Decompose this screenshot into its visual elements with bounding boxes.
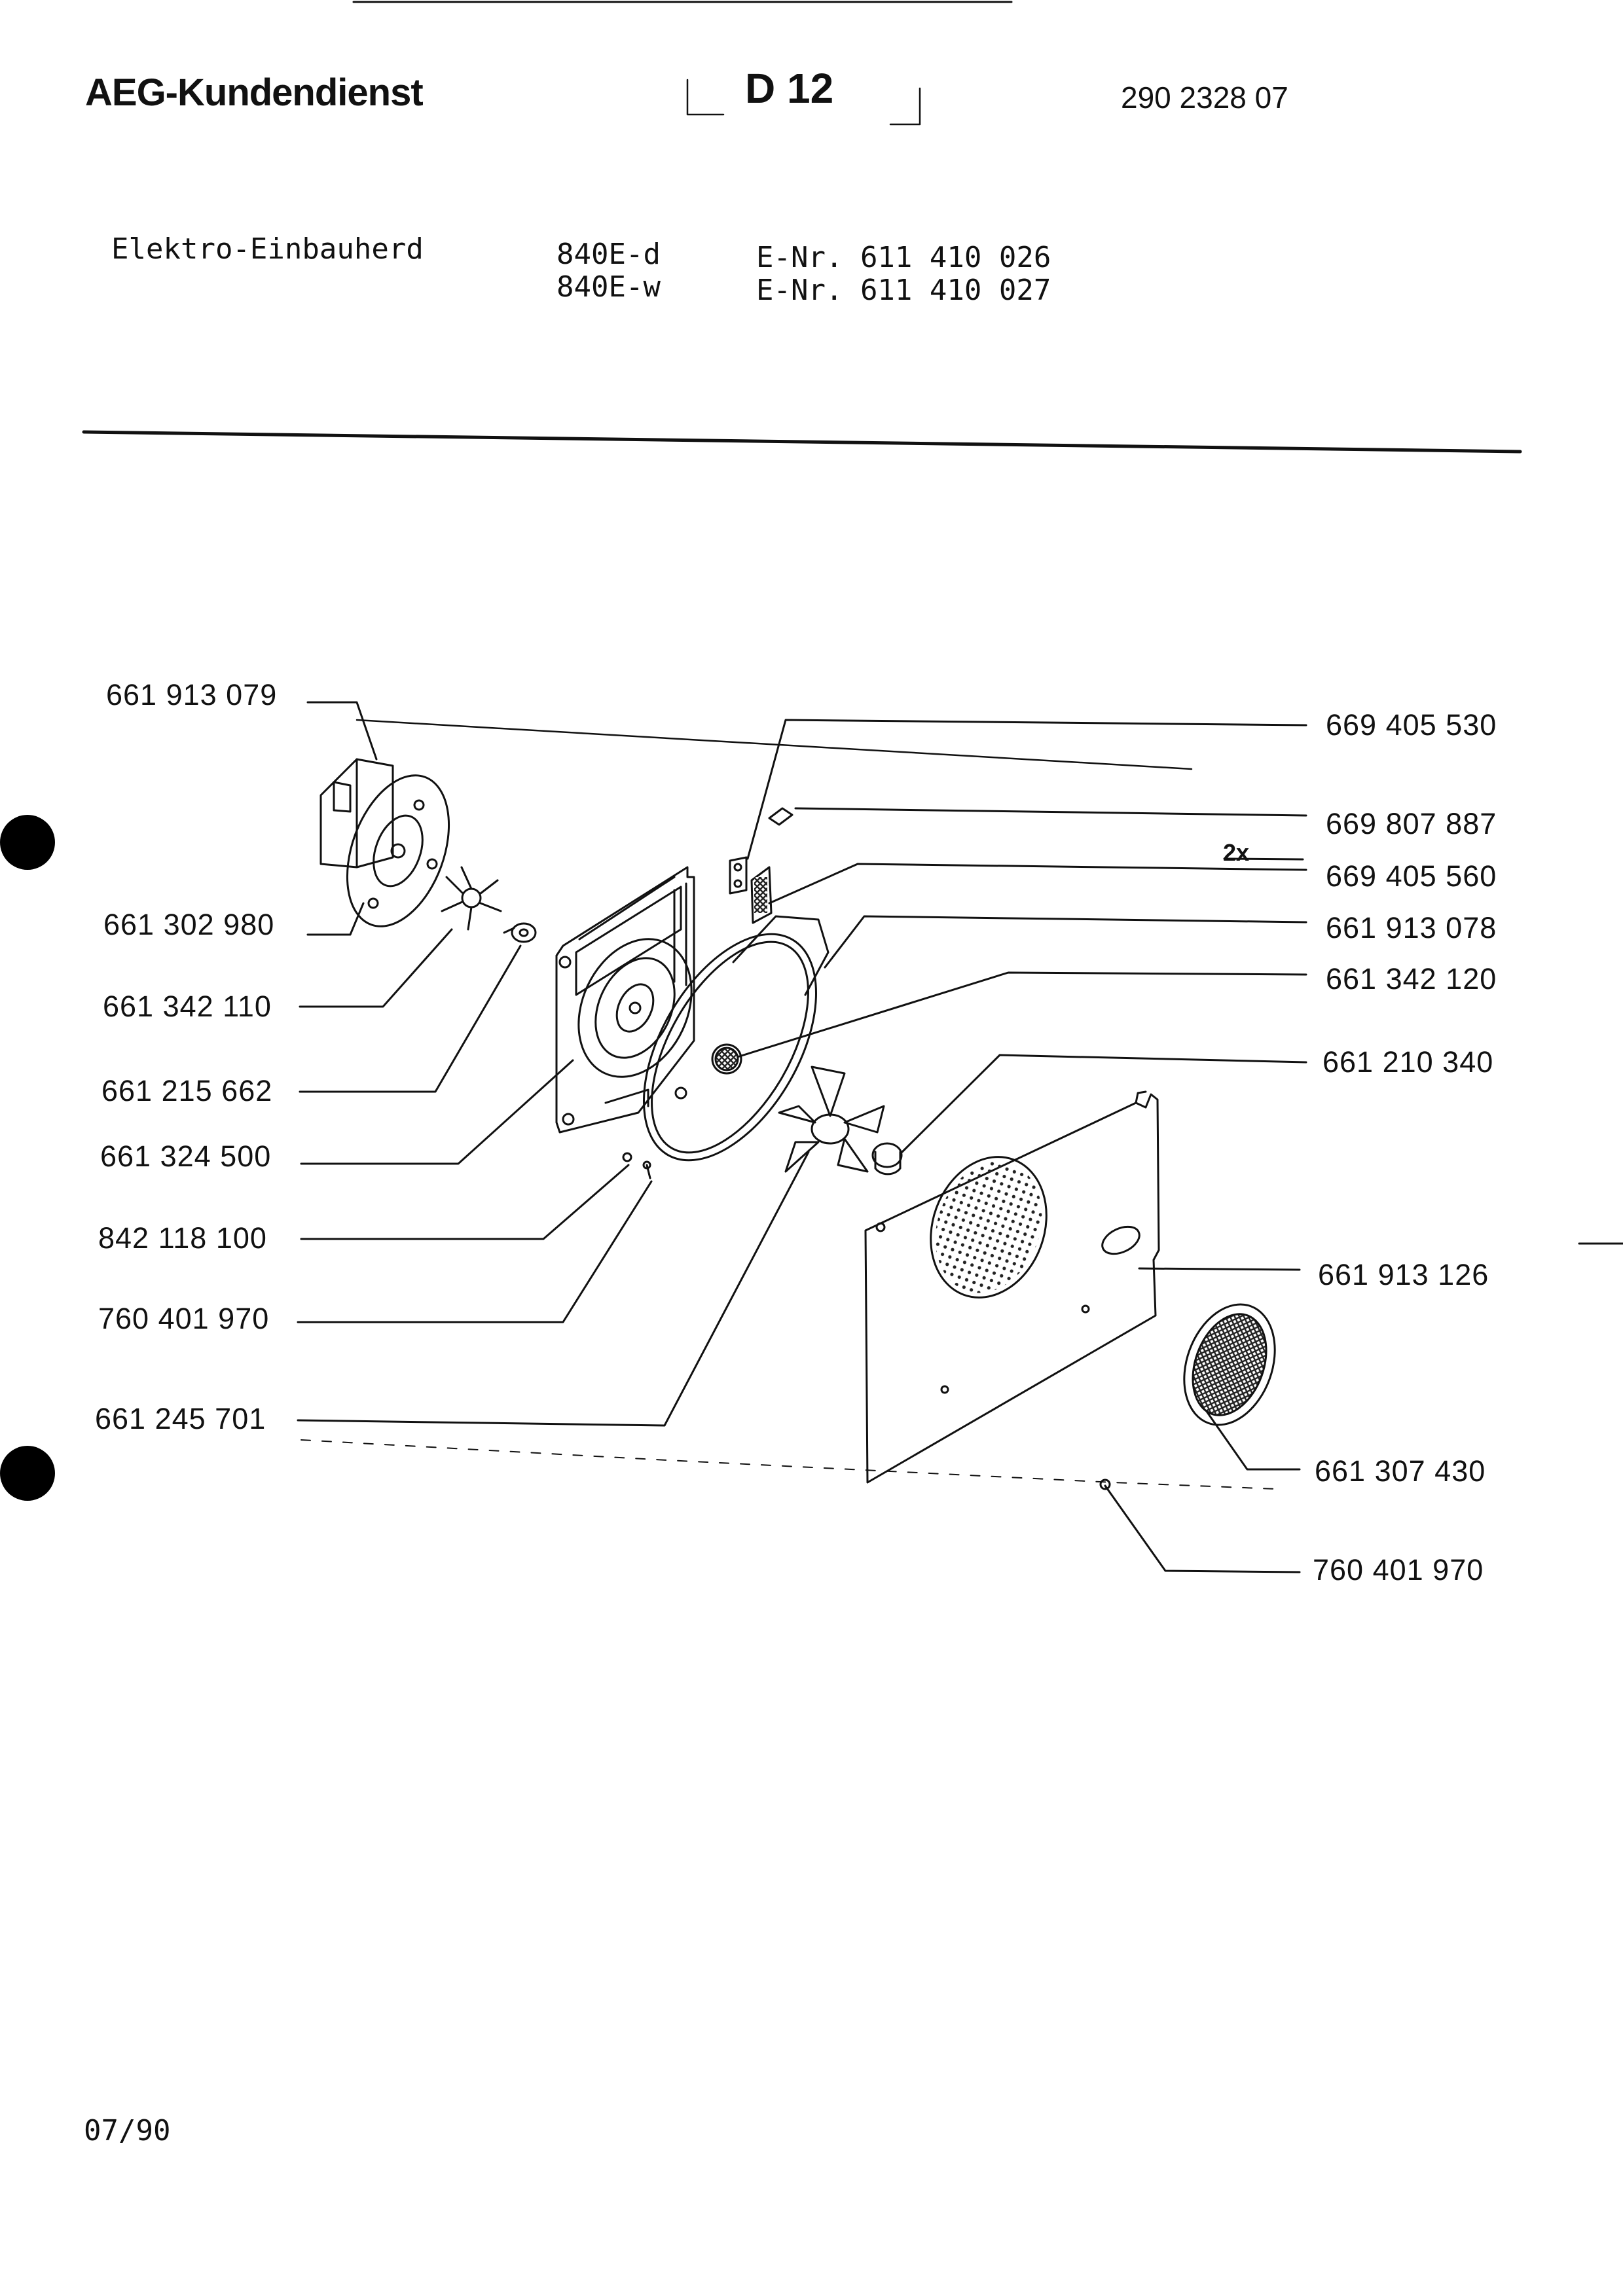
part-label-right: 661 342 120	[1326, 962, 1497, 996]
quantity-note: 2x	[1223, 839, 1250, 866]
part-label-right: 661 307 430	[1315, 1454, 1486, 1488]
part-label-left: 661 342 110	[103, 990, 272, 1023]
part-label-right: 760 401 970	[1313, 1553, 1484, 1587]
brand-title: AEG-Kundendienst	[85, 71, 424, 114]
part-label-right: 661 913 078	[1326, 911, 1497, 944]
footer-date: 07/90	[84, 2114, 171, 2147]
part-label-left: 661 215 662	[101, 1074, 273, 1107]
part-label-right: 669 405 560	[1326, 859, 1497, 893]
part-label-left: 842 118 100	[98, 1221, 267, 1255]
part-label-right: 669 405 530	[1326, 708, 1497, 742]
enr-2: E-Nr. 611 410 027	[756, 274, 1051, 307]
part-label-left: 661 324 500	[100, 1139, 272, 1173]
part-label-left: 661 245 701	[95, 1402, 266, 1435]
part-label-left: 661 913 079	[106, 678, 278, 711]
part-label-left: 760 401 970	[98, 1302, 270, 1335]
part-label-right: 669 807 887	[1326, 807, 1497, 840]
punch-hole-top	[0, 815, 55, 870]
section-code: D 12	[745, 65, 834, 112]
appliance-name: Elektro-Einbauherd	[111, 232, 424, 266]
part-label-right: 661 210 340	[1322, 1045, 1494, 1079]
document-number: 290 2328 07	[1121, 81, 1288, 115]
model-2: 840E-w	[556, 270, 661, 304]
model-1: 840E-d	[556, 238, 661, 271]
punch-hole-bottom	[0, 1446, 55, 1501]
part-label-left: 661 302 980	[103, 908, 275, 941]
enr-1: E-Nr. 611 410 026	[756, 241, 1051, 274]
part-label-right: 661 913 126	[1318, 1258, 1489, 1291]
